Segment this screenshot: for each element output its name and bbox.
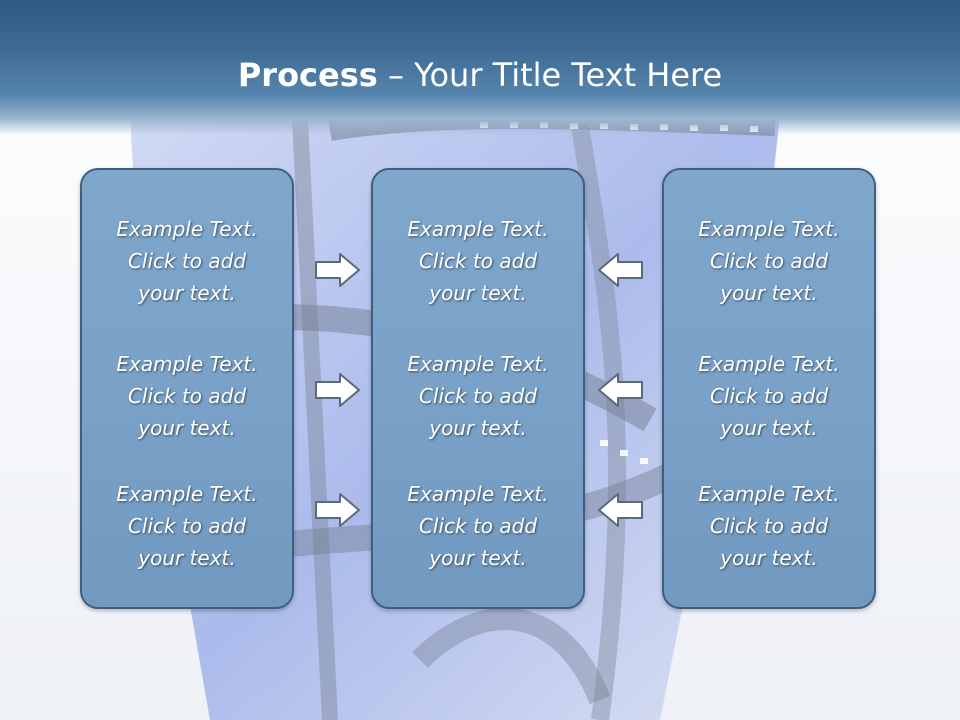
text-line: Example Text. — [698, 217, 840, 241]
panel-1-text-1[interactable]: Example Text. Click to add your text. — [82, 213, 292, 309]
header-bar — [0, 0, 960, 135]
panel-2-text-1[interactable]: Example Text. Click to add your text. — [373, 213, 583, 309]
panel-3-text-2[interactable]: Example Text. Click to add your text. — [664, 348, 874, 444]
text-line: Example Text. — [407, 217, 549, 241]
text-line: Example Text. — [116, 352, 258, 376]
panel-2-text-3[interactable]: Example Text. Click to add your text. — [373, 478, 583, 574]
text-line: Example Text. — [407, 482, 549, 506]
left-arrow-icon — [598, 493, 643, 527]
text-line: Click to add — [709, 249, 829, 273]
text-line: your text. — [720, 281, 818, 305]
text-line: Example Text. — [116, 217, 258, 241]
title-bold: Process — [237, 56, 378, 94]
panel-1-text-2[interactable]: Example Text. Click to add your text. — [82, 348, 292, 444]
process-panel-2[interactable]: Example Text. Click to add your text. Ex… — [371, 168, 585, 609]
text-line: your text. — [138, 281, 236, 305]
right-arrow-icon — [315, 493, 360, 527]
text-line: Click to add — [709, 384, 829, 408]
panel-2-text-2[interactable]: Example Text. Click to add your text. — [373, 348, 583, 444]
text-line: Click to add — [127, 249, 247, 273]
text-line: your text. — [138, 546, 236, 570]
title-rest: – Your Title Text Here — [377, 56, 723, 94]
text-line: Click to add — [127, 384, 247, 408]
process-panel-1[interactable]: Example Text. Click to add your text. Ex… — [80, 168, 294, 609]
text-line: Click to add — [127, 514, 247, 538]
page-title[interactable]: Process – Your Title Text Here — [0, 55, 960, 95]
text-line: Click to add — [418, 514, 538, 538]
right-arrow-icon — [315, 373, 360, 407]
left-arrow-icon — [598, 373, 643, 407]
text-line: Example Text. — [698, 352, 840, 376]
text-line: Click to add — [418, 249, 538, 273]
panel-3-text-1[interactable]: Example Text. Click to add your text. — [664, 213, 874, 309]
text-line: Click to add — [418, 384, 538, 408]
text-line: your text. — [720, 546, 818, 570]
panel-1-text-3[interactable]: Example Text. Click to add your text. — [82, 478, 292, 574]
text-line: your text. — [138, 416, 236, 440]
left-arrow-icon — [598, 253, 643, 287]
text-line: your text. — [429, 281, 527, 305]
process-panel-3[interactable]: Example Text. Click to add your text. Ex… — [662, 168, 876, 609]
text-line: Example Text. — [698, 482, 840, 506]
panel-3-text-3[interactable]: Example Text. Click to add your text. — [664, 478, 874, 574]
right-arrow-icon — [315, 253, 360, 287]
text-line: Click to add — [709, 514, 829, 538]
text-line: your text. — [720, 416, 818, 440]
text-line: Example Text. — [407, 352, 549, 376]
text-line: your text. — [429, 546, 527, 570]
text-line: Example Text. — [116, 482, 258, 506]
text-line: your text. — [429, 416, 527, 440]
